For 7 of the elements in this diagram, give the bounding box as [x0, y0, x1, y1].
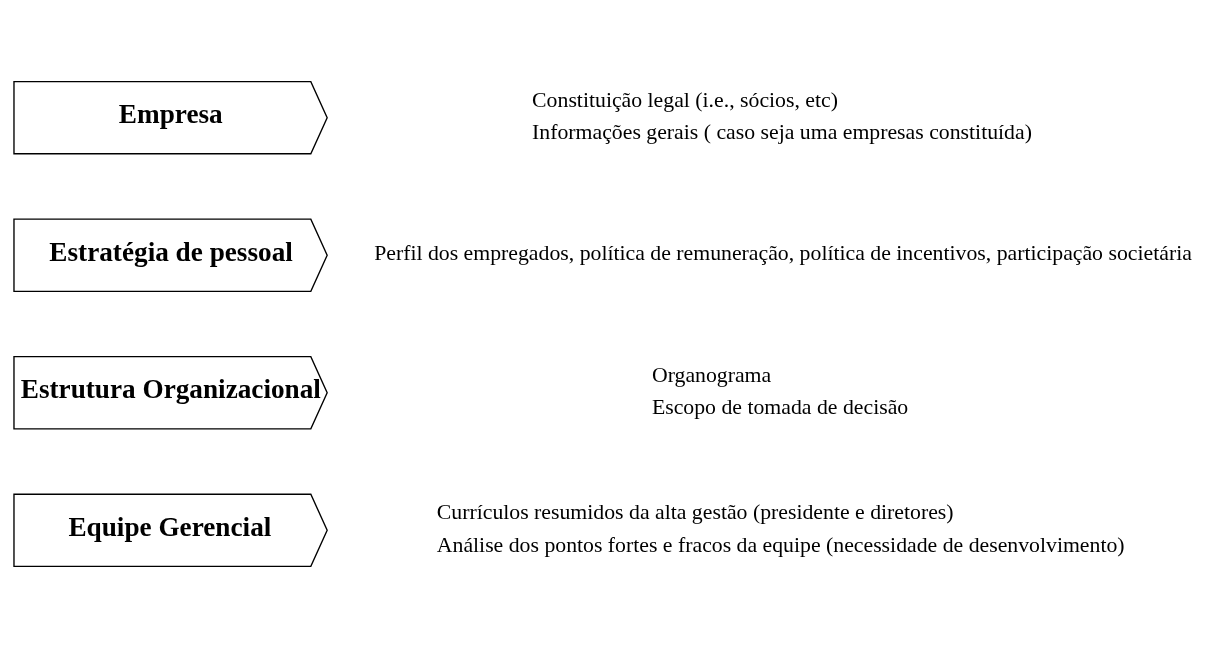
node-label: Organograma — [651, 362, 772, 387]
node-label: Escopo de tomada de decisão — [651, 394, 909, 419]
node-label: Perfil dos empregados, política de remuneração, política de incentivos, participação societária — [374, 240, 1192, 265]
node-label: Constituição legal (i.e., sócios, etc) — [532, 87, 838, 112]
node-label: Análise dos pontos fortes e fracos da equipe (necessidade de desenvolvimento) — [436, 532, 1125, 557]
node-label: Informações gerais ( caso seja uma empresas constituída) — [532, 119, 1032, 144]
node-label: Currículos resumidos da alta gestão (presidente e diretores) — [436, 499, 954, 524]
